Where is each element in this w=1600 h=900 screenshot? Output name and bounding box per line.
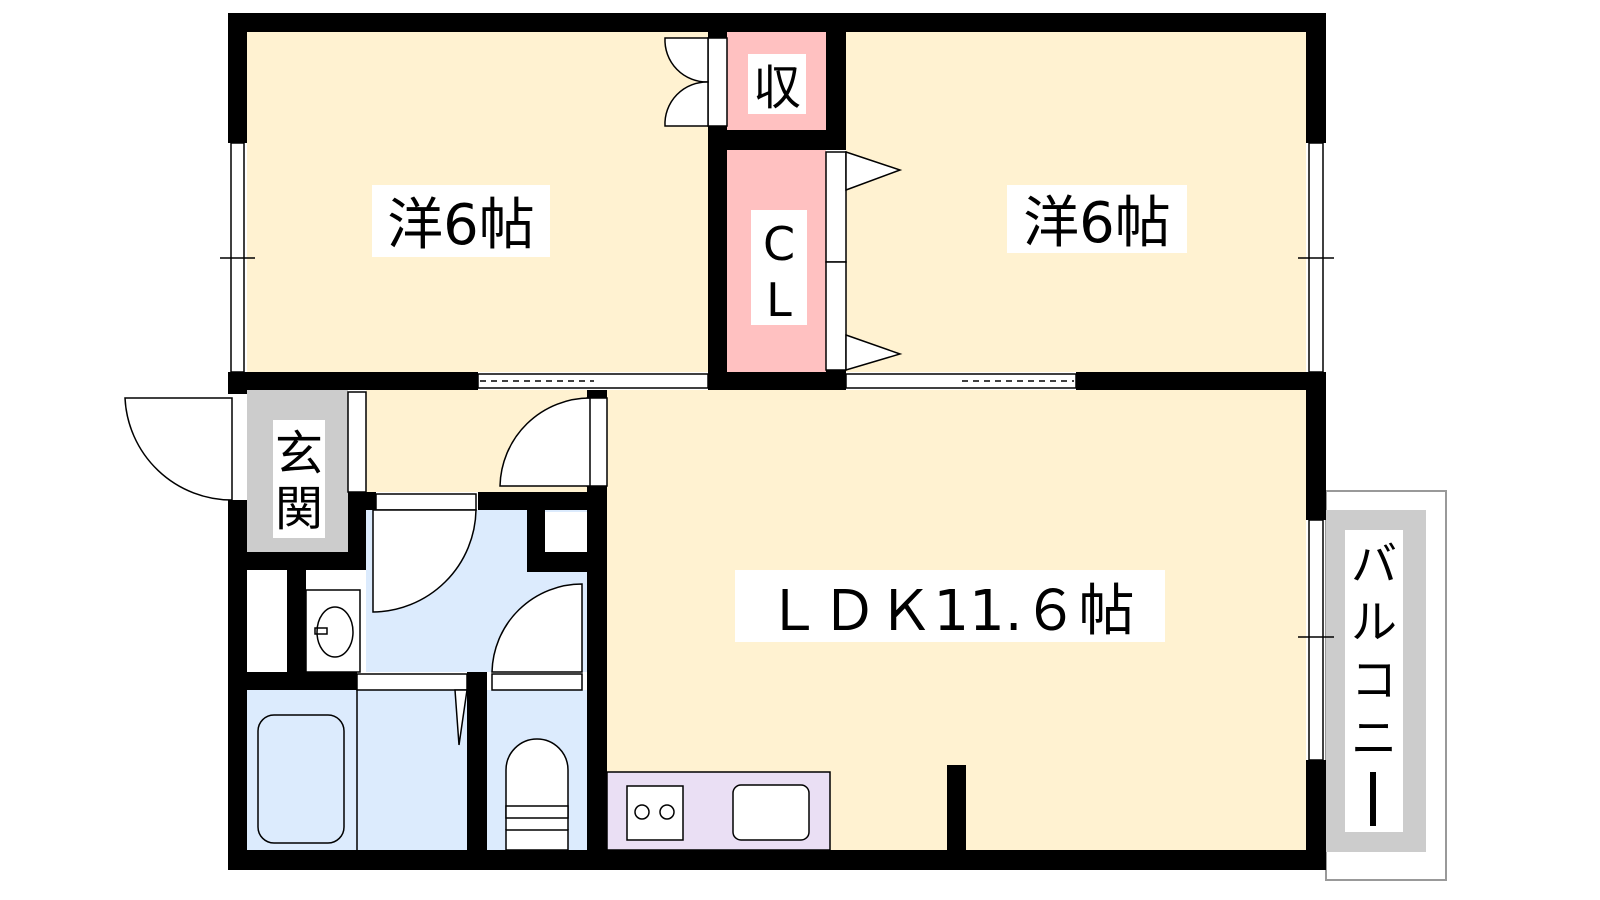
- room-label-western-left: 洋6帖: [387, 193, 535, 258]
- svg-text:コ: コ: [1351, 653, 1397, 707]
- sink-counter: [305, 589, 361, 673]
- hall-door: [499, 397, 591, 487]
- room-label-western-right: 洋6帖: [1023, 191, 1171, 256]
- room-label-closet-c: C: [763, 217, 795, 271]
- walls: [228, 13, 1326, 870]
- entrance-door: [124, 397, 233, 501]
- sink-icon: [316, 606, 354, 658]
- washroom-door: [372, 509, 477, 613]
- svg-text:ル: ル: [1351, 595, 1397, 649]
- closet-door-top: [845, 150, 903, 192]
- room-label-storage: 収: [753, 60, 801, 116]
- storage-door-bottom: [664, 81, 709, 127]
- pipe-space: [545, 512, 587, 552]
- closet-door-bottom: [845, 333, 903, 372]
- shoe-box: [247, 570, 287, 672]
- kitchen-sink-icon: [732, 784, 810, 841]
- room-label-closet-l: L: [766, 273, 792, 327]
- bath-door: [454, 689, 468, 746]
- room-label-entrance-top: 玄: [275, 426, 323, 482]
- svg-text:バ: バ: [1351, 537, 1397, 591]
- room-label-balcony: バ ル コ ニ: [1351, 537, 1397, 765]
- bathtub: [257, 714, 345, 844]
- balcony-dash: [1370, 772, 1376, 826]
- toilet-door: [491, 583, 583, 673]
- windows: [230, 37, 1324, 761]
- room-label-entrance-bottom: 関: [275, 481, 323, 537]
- svg-text:ニ: ニ: [1351, 711, 1397, 765]
- room-label-ldk: ＬＤＫ11.６帖: [765, 579, 1134, 644]
